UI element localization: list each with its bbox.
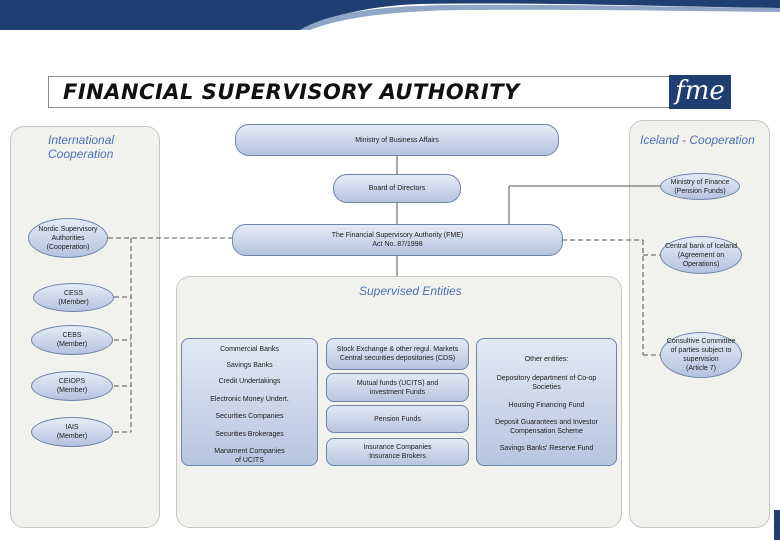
entity-deposit-guarantees-line2: Compensation Scheme: [510, 428, 583, 435]
nordic-line3: (Cooperation): [46, 243, 90, 251]
consultive-line4: (Article 7): [686, 365, 716, 372]
insurance-line1: Insurance Companies: [363, 444, 432, 451]
entity-electronic-money: Electronic Money Undert.: [210, 396, 289, 403]
stock-exchange-line2: Central securities depositories (CDS): [339, 355, 456, 362]
title-box: FINANCIAL SUPERVISORY AUTHORITY: [48, 76, 670, 108]
supervised-entities-title: Supervised Entities: [359, 284, 462, 298]
cess-line1: CESS: [63, 289, 84, 297]
entity-savings-banks: Savings Banks: [226, 362, 273, 369]
entity-securities-companies: Securities Companies: [215, 413, 284, 420]
cebs-line1: CEBS: [62, 332, 82, 339]
ceiops-node: CEIOPS (Member): [31, 371, 113, 401]
entity-housing-fund: Housing Financing Fund: [508, 402, 585, 409]
panel-title-line2: Cooperation: [48, 147, 114, 161]
iais-node: IAIS (Member): [31, 417, 113, 447]
nordic-line1: Nordic Supervisory: [38, 225, 98, 233]
mutual-funds-line1: Mutual funds (UCITS) and: [356, 379, 439, 387]
ministry-finance-node: Ministry of Finance (Pension Funds): [660, 173, 740, 200]
entity-ucits: of UCITS: [235, 457, 264, 464]
cebs-line2: (Member): [56, 341, 88, 348]
cess-line2: (Member): [58, 298, 89, 306]
nordic-line2: Authorities: [51, 234, 85, 242]
banks-column: Commercial Banks Savings Banks Credit Un…: [181, 338, 318, 466]
consultive-line2: of parties subject to: [670, 347, 732, 354]
entity-commercial-banks: Commercial Banks: [220, 346, 279, 353]
top-banner: [0, 0, 780, 30]
entity-securities-brokerages: Securities Brokerages: [215, 431, 284, 438]
central-bank-line2: (Agreement on: [677, 251, 725, 259]
insurance-box: Insurance Companies Insurance Brokers: [326, 438, 469, 466]
fsa-node: The Financial Supervisory Authority (FME…: [232, 224, 563, 256]
fsa-act-label: Act No. 87/1998: [372, 241, 423, 248]
panel-title-line1: International: [48, 133, 115, 147]
stock-exchange-line1: Stock Exchange & other regul. Markets: [336, 346, 459, 353]
pension-funds-label: Pension Funds: [374, 415, 421, 423]
entity-credit-undertakings: Credit Undertakings: [218, 378, 281, 385]
fme-logo: fme: [669, 75, 731, 109]
central-bank-line1: Central bank of Iceland: [665, 242, 737, 250]
ministry-finance-line1: Ministry of Finance: [670, 178, 730, 186]
mutual-funds-line2: investment Funds: [369, 388, 426, 396]
panel-title: Iceland - Cooperation: [640, 133, 755, 147]
iais-line2: (Member): [56, 433, 88, 440]
mutual-funds-box: Mutual funds (UCITS) and investment Fund…: [326, 373, 469, 402]
iais-line1: IAIS: [65, 424, 79, 431]
entity-deposit-guarantees-line1: Deposit Guarantees and Investor: [495, 419, 598, 426]
entity-management-companies: Manament Companies: [214, 448, 285, 455]
ministry-finance-line2: (Pension Funds): [674, 187, 726, 195]
consultive-line1: Consultive Committee: [666, 338, 736, 345]
cess-node: CESS (Member): [33, 283, 114, 312]
ceiops-line2: (Member): [56, 387, 88, 394]
ministry-node: Ministry of Business Affairs: [235, 124, 559, 156]
nordic-node: Nordic Supervisory Authorities (Cooperat…: [28, 218, 108, 258]
board-label: Board of Directors: [368, 185, 426, 192]
corner-accent: [774, 510, 780, 540]
cebs-node: CEBS (Member): [31, 325, 113, 355]
entity-depository-line2: Societies: [532, 384, 561, 391]
consultive-line3: supervision: [683, 356, 719, 363]
board-node: Board of Directors: [333, 174, 461, 203]
ceiops-line1: CEIOPS: [58, 378, 86, 385]
pension-funds-box: Pension Funds: [326, 405, 469, 433]
entity-depository-line1: Depository department of Co-op: [496, 375, 597, 382]
entity-savings-reserve-fund: Savings Banks' Reserve Fund: [499, 445, 594, 452]
stock-exchange-box: Stock Exchange & other regul. Markets Ce…: [326, 338, 469, 370]
consultive-committee-node: Consultive Committee of parties subject …: [660, 332, 742, 378]
other-entities-heading: Other entities:: [524, 356, 569, 363]
other-entities-column: Other entities: Depository department of…: [476, 338, 617, 466]
fsa-label: The Financial Supervisory Authority (FME…: [331, 232, 464, 239]
page-title: FINANCIAL SUPERVISORY AUTHORITY: [63, 80, 520, 104]
central-bank-line3: Operations): [682, 260, 720, 268]
central-bank-node: Central bank of Iceland (Agreement on Op…: [660, 236, 742, 274]
ministry-label: Ministry of Business Affairs: [355, 136, 439, 144]
insurance-line2: Insurance Brokers: [369, 453, 426, 460]
